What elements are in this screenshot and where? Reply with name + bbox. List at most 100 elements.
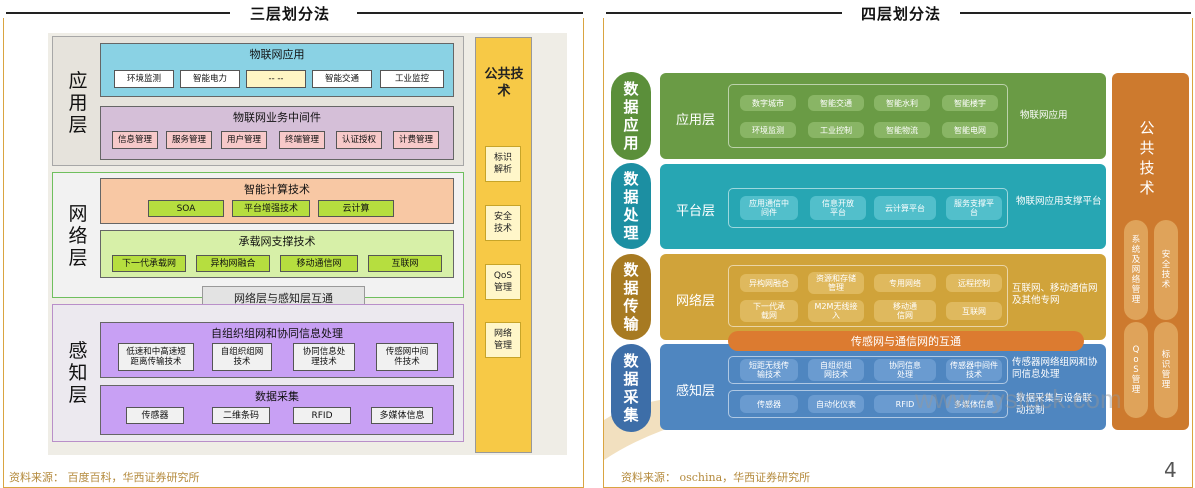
left-interconnect: 网络层与感知层互通: [202, 286, 365, 309]
network-chip: 资源和存储管理: [808, 272, 864, 294]
left-title-line-r: [357, 12, 583, 14]
app-layer-label: 应用层: [68, 70, 88, 136]
platform-chip: 服务支撑平台: [946, 196, 1002, 220]
left-source: 资料来源： 百度百科，华西证券研究所: [9, 471, 200, 484]
network-chip: 移动通信网: [874, 300, 936, 322]
sense-band-desc-2: 数据采集与设备联动控制: [1016, 393, 1093, 416]
carrier-item: 下一代承载网: [112, 255, 186, 272]
platform-chip: 云计算平台: [874, 196, 936, 220]
network-chip: 互联网: [946, 302, 1002, 320]
iot-app-item: 智能交通: [312, 70, 372, 88]
right-public-col: 系统及网络管理: [1124, 220, 1148, 320]
sense-band: [660, 344, 1106, 430]
sense-chip: 传感器: [740, 395, 798, 413]
selforg-item: 传感网中间件技术: [376, 343, 438, 371]
pill-data-application: 数据应用: [611, 72, 651, 160]
selforg-item: 低速和中高速短距离传输技术: [118, 343, 194, 371]
platform-band-inner: [728, 188, 1008, 228]
middleware-item: 认证授权: [336, 131, 382, 149]
app-chip: 智能物流: [874, 122, 930, 138]
middleware-item: 计费管理: [393, 131, 439, 149]
right-title-line-l: [606, 12, 842, 14]
platform-band-name: 平台层: [676, 204, 716, 219]
network-chip: 专用网络: [874, 274, 936, 292]
watermark: www.7ystock.com: [915, 384, 1122, 414]
sense-band-inner-2: [728, 390, 1008, 418]
platform-chip: 应用通信中间件: [740, 196, 798, 220]
carrier-title: 承载网支撑技术: [238, 235, 316, 248]
selforg-item: 协同信息处理技术: [293, 343, 355, 371]
app-band-name: 应用层: [676, 113, 716, 128]
app-chip: 智能水利: [874, 95, 930, 111]
left-public-column: [475, 37, 532, 453]
compute-item: 云计算: [318, 200, 394, 217]
network-band-name: 网络层: [676, 294, 716, 309]
middleware-title: 物联网业务中间件: [233, 111, 321, 124]
selforg-item: 自组织组网技术: [212, 343, 272, 371]
network-band: [660, 254, 1106, 340]
collect-item: 多媒体信息: [371, 407, 433, 424]
compute-item: 平台增强技术: [232, 200, 310, 217]
iot-app-item: 工业监控: [380, 70, 444, 88]
middleware-module: 物联网业务中间件: [100, 106, 454, 160]
app-chip: 环境监测: [740, 122, 796, 138]
left-public-item: 安全技术: [485, 205, 521, 241]
middleware-item: 信息管理: [112, 131, 158, 149]
app-chip: 数字城市: [740, 95, 796, 111]
carrier-item: 互联网: [368, 255, 442, 272]
iot-app-title: 物联网应用: [249, 48, 305, 61]
sense-band-name: 感知层: [676, 384, 716, 399]
sense-chip: 多媒体信息: [946, 395, 1002, 413]
collect-item: 二维条码: [212, 407, 270, 424]
collect-item: 传感器: [126, 407, 184, 424]
right-interconnect-top: 传感网与通信网的互通: [728, 331, 1084, 351]
sense-chip: 自动化仪表: [808, 395, 864, 413]
compute-item: SOA: [148, 200, 224, 217]
collect-title: 数据采集: [255, 390, 299, 403]
sense-chip: 协同信息处理: [874, 359, 936, 381]
left-public-item: 网络管理: [485, 322, 521, 358]
net-layer-label: 网络层: [68, 203, 88, 269]
network-chip: 下一代承载网: [740, 300, 798, 322]
middleware-item: 用户管理: [221, 131, 267, 149]
left-title: 三层划分法: [240, 3, 341, 24]
left-title-line-l: [6, 12, 230, 14]
app-band-desc: 物联网应用: [1020, 110, 1068, 121]
app-chip: 智能楼宇: [942, 95, 998, 111]
network-chip: 异构网融合: [740, 274, 798, 292]
right-public-col: 标识管理: [1154, 322, 1178, 418]
platform-chip: 信息开放平台: [810, 196, 866, 220]
compute-title: 智能计算技术: [244, 183, 310, 196]
iot-app-item: 环境监测: [114, 70, 174, 88]
network-band-desc: 互联网、移动通信网及其他专网: [1012, 283, 1098, 306]
sense-layer-label: 感知层: [68, 340, 88, 406]
app-chip: 智能交通: [808, 95, 864, 111]
right-title: 四层划分法: [851, 3, 952, 24]
app-band-inner: [728, 84, 1008, 148]
app-chip: 智能电网: [942, 122, 998, 138]
collect-item: RFID: [293, 407, 351, 424]
right-source: 资料来源： oschina，华西证券研究所: [621, 471, 811, 484]
app-band: [660, 73, 1106, 159]
right-public-col: 安全技术: [1154, 220, 1178, 320]
carrier-item: 移动通信网: [280, 255, 358, 272]
middleware-item: 服务管理: [166, 131, 212, 149]
network-chip: M2M无线接入: [808, 300, 864, 322]
middleware-item: 终端管理: [279, 131, 325, 149]
sense-band-desc: 传感器网络组网和协同信息处理: [1012, 357, 1098, 380]
page-number: 4: [1164, 458, 1177, 482]
pill-data-processing: 数据处理: [611, 163, 651, 249]
sense-chip: 短距无线传输技术: [740, 359, 798, 381]
sense-chip: 传感器中间件技术: [946, 359, 1002, 381]
network-band-inner: [728, 265, 1008, 327]
iot-app-item: 智能电力: [180, 70, 240, 88]
sense-band-inner-1: [728, 356, 1008, 384]
right-public-title: 公共技术: [1139, 119, 1155, 197]
left-public-item: QoS管理: [485, 264, 521, 300]
pill-data-collection: 数据采集: [611, 344, 651, 432]
selforg-title: 自组织组网和协同信息处理: [211, 327, 343, 340]
right-public-col: QoS管理: [1124, 322, 1148, 418]
platform-band-desc: 物联网应用支撑平台: [1016, 196, 1102, 207]
left-public-item: 标识解析: [485, 146, 521, 182]
sense-chip: RFID: [874, 395, 936, 413]
